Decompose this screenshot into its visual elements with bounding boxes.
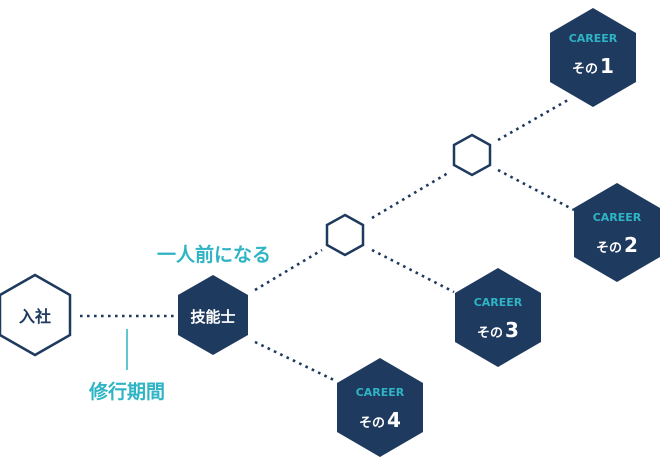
career-4-hexagon xyxy=(337,358,423,457)
connector-branch-b-career2 xyxy=(497,168,575,212)
career-2-hexagon xyxy=(574,183,660,282)
career-1-hexagon xyxy=(550,8,636,107)
entry-label: 入社 xyxy=(19,307,51,326)
skilled-label: 技能士 xyxy=(190,308,235,326)
node-entry: 入社 xyxy=(0,273,72,357)
training-period-label: 修行期間 xyxy=(88,380,165,403)
connector-branch-b-career1 xyxy=(497,98,569,142)
career-3-prefix: その xyxy=(477,326,503,341)
career-1-number: 1 xyxy=(600,54,614,78)
connector-branch-a-branch-b xyxy=(371,171,449,220)
connector-skilled-career4 xyxy=(254,340,337,383)
career-3-hexagon xyxy=(455,268,541,367)
connector-branch-a-career3 xyxy=(371,248,455,294)
career-2-title: CAREER xyxy=(593,211,642,224)
career-1-prefix: その xyxy=(572,62,598,77)
branch-node-a xyxy=(325,213,365,257)
skilled-hexagon xyxy=(178,275,248,355)
career-2-prefix: その xyxy=(596,241,622,256)
career-4-number: 4 xyxy=(387,408,401,432)
career-1-title: CAREER xyxy=(569,32,618,45)
become-independent-label: 一人前になる xyxy=(157,243,271,266)
career-2-number: 2 xyxy=(624,233,638,257)
career-4-title: CAREER xyxy=(356,386,405,399)
career-4-prefix: その xyxy=(359,416,385,431)
career-3-title: CAREER xyxy=(474,296,523,309)
entry-hexagon xyxy=(0,273,72,357)
branch-node-b xyxy=(452,133,492,177)
connector-skilled-branch-a xyxy=(254,248,323,292)
node-skilled: 技能士 xyxy=(178,275,248,355)
career-3-number: 3 xyxy=(505,318,519,342)
